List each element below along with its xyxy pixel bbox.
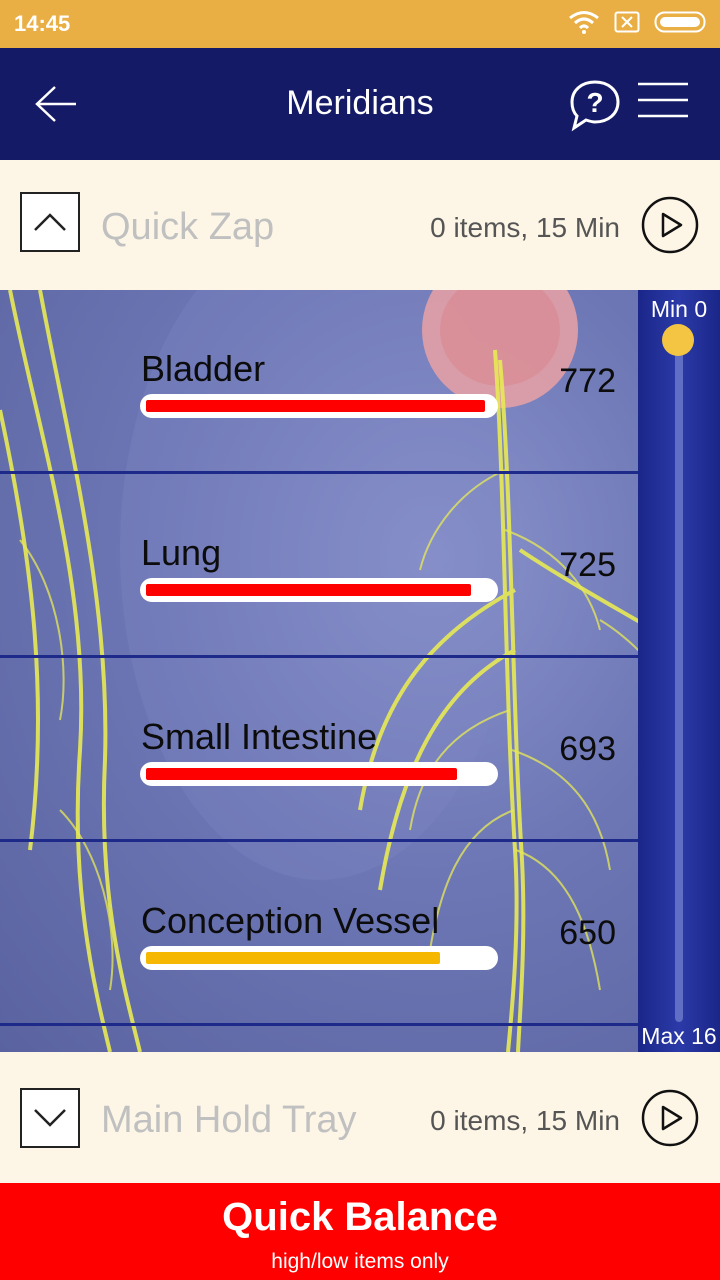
meridian-list[interactable]: Bladder 772 Lung 725 Small Intestine 693… xyxy=(0,290,720,1052)
app-bar: Meridians ? xyxy=(0,48,720,160)
play-icon xyxy=(641,196,699,254)
main-hold-play-button[interactable] xyxy=(640,1088,700,1148)
wifi-icon xyxy=(568,10,600,39)
range-min-label: Min 0 xyxy=(650,296,708,322)
quick-balance-button[interactable]: Quick Balance high/low items only xyxy=(0,1183,720,1280)
meridian-label: Conception Vessel xyxy=(141,900,440,941)
quick-zap-play-button[interactable] xyxy=(640,195,700,255)
meridian-level-bar xyxy=(140,578,498,602)
expand-main-hold-tray-button[interactable] xyxy=(20,1088,80,1148)
status-icons xyxy=(568,10,708,38)
meridian-row-bladder[interactable]: Bladder 772 xyxy=(0,290,638,474)
quick-zap-title: Quick Zap xyxy=(101,206,275,248)
range-slider-track[interactable] xyxy=(675,342,683,1022)
main-hold-tray-title: Main Hold Tray xyxy=(101,1099,357,1141)
quick-balance-subtitle: high/low items only xyxy=(271,1250,449,1273)
menu-button[interactable] xyxy=(636,80,696,126)
help-button[interactable]: ? xyxy=(568,78,622,132)
back-button[interactable] xyxy=(26,78,86,130)
main-hold-tray-header: Main Hold Tray 0 items, 15 Min xyxy=(0,1052,720,1183)
back-arrow-icon xyxy=(35,86,76,122)
hamburger-menu-icon xyxy=(638,82,688,118)
quick-zap-tray-header: Quick Zap 0 items, 15 Min xyxy=(0,160,720,290)
meridian-level-bar xyxy=(140,394,498,418)
meridian-row-conception-vessel[interactable]: Conception Vessel 650 xyxy=(0,842,638,1026)
meridian-value: 772 xyxy=(559,362,616,400)
page-title: Meridians xyxy=(286,84,434,122)
status-bar: 14:45 xyxy=(0,0,720,48)
quick-balance-title: Quick Balance xyxy=(222,1195,498,1239)
meridian-value: 650 xyxy=(559,914,616,952)
collapse-quick-zap-button[interactable] xyxy=(20,192,80,252)
range-slider-thumb[interactable] xyxy=(662,324,694,356)
range-slider-panel: Min 0 Max 16 xyxy=(638,290,720,1052)
main-hold-tray-info: 0 items, 15 Min xyxy=(430,1105,620,1136)
status-time: 14:45 xyxy=(14,11,71,36)
meridian-level-fill xyxy=(146,584,471,596)
battery-icon xyxy=(654,11,708,38)
meridian-label: Bladder xyxy=(141,348,266,389)
chevron-down-icon xyxy=(34,1109,66,1127)
meridian-row-lung[interactable]: Lung 725 xyxy=(0,474,638,658)
chevron-up-icon xyxy=(34,213,66,231)
meridian-label: Small Intestine xyxy=(141,716,378,757)
meridian-value: 693 xyxy=(559,730,616,768)
quick-zap-info: 0 items, 15 Min xyxy=(430,212,620,243)
no-sim-icon xyxy=(614,11,640,38)
meridian-row-small-intestine[interactable]: Small Intestine 693 xyxy=(0,658,638,842)
meridian-level-bar xyxy=(140,946,498,970)
meridian-level-fill xyxy=(146,400,485,412)
meridian-level-fill xyxy=(146,952,440,964)
meridian-level-fill xyxy=(146,768,457,780)
help-icon: ? xyxy=(570,80,620,132)
meridian-value: 725 xyxy=(559,546,616,584)
meridian-level-bar xyxy=(140,762,498,786)
range-max-label: Max 16 xyxy=(641,1023,717,1049)
meridian-label: Lung xyxy=(141,532,222,573)
svg-text:?: ? xyxy=(586,87,603,118)
play-icon xyxy=(641,1089,699,1147)
